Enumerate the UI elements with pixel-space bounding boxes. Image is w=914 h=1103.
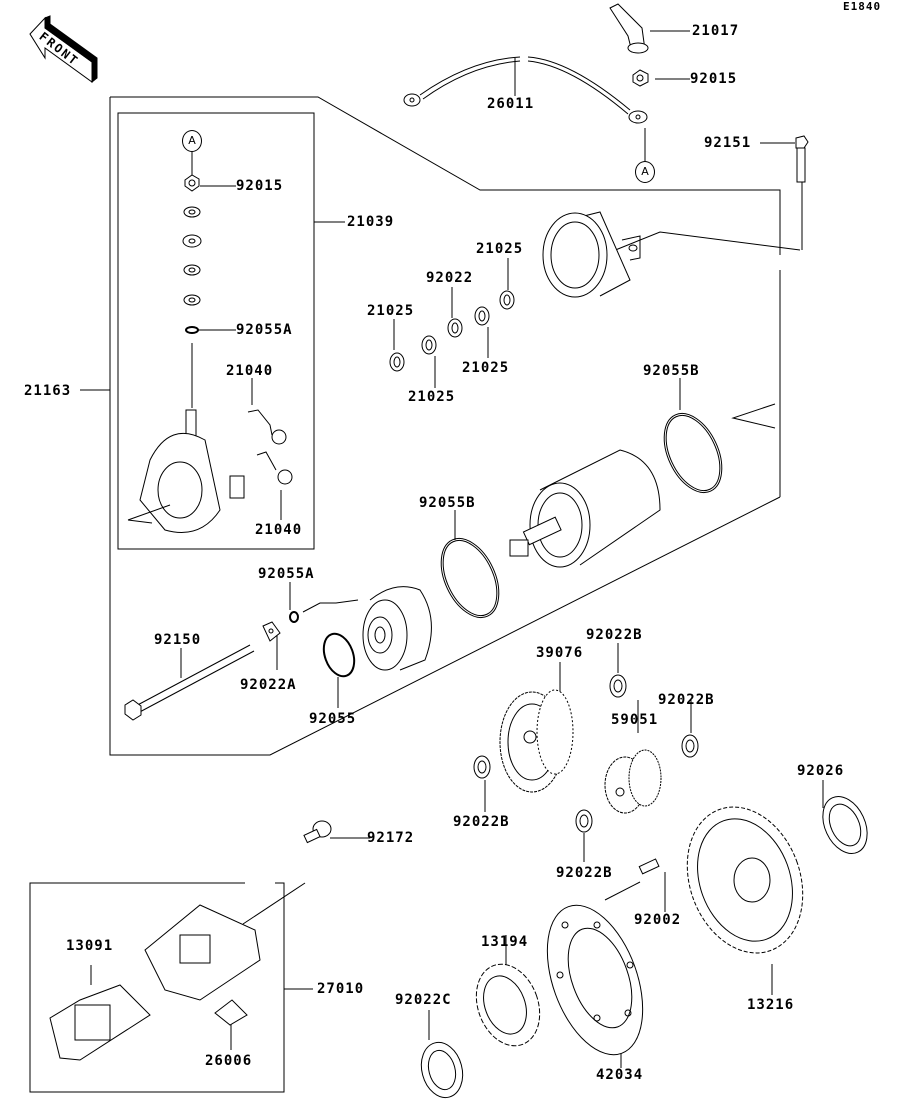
part-label[interactable]: 21163	[24, 383, 72, 399]
part-label[interactable]: 92150	[154, 632, 202, 648]
part-label[interactable]: 21039	[347, 214, 395, 230]
washer-92022B-3	[473, 755, 491, 779]
washer-92022B-2	[681, 734, 699, 758]
part-label[interactable]: 92022	[426, 270, 474, 286]
part-label[interactable]: 42034	[596, 1067, 644, 1083]
washers-kit	[182, 206, 202, 334]
part-label[interactable]: 13091	[66, 938, 114, 954]
front-cover	[362, 586, 432, 671]
shim-washers	[389, 290, 515, 372]
plug-cap-21017	[609, 3, 649, 54]
part-label[interactable]: 92022B	[586, 627, 643, 643]
front-arrow-icon	[29, 15, 98, 84]
part-label[interactable]: 92015	[690, 71, 738, 87]
cable-26011	[403, 56, 648, 124]
part-label[interactable]: 26006	[205, 1053, 253, 1069]
part-label[interactable]: 21040	[226, 363, 274, 379]
part-label[interactable]: 92015	[236, 178, 284, 194]
oring-92055B-front	[440, 537, 500, 619]
ref-marker-a-kit: A	[182, 130, 202, 152]
part-label[interactable]: 59051	[611, 712, 659, 728]
washer-92022C	[420, 1041, 464, 1099]
part-label[interactable]: 27010	[317, 981, 365, 997]
part-label[interactable]: 92055A	[236, 322, 293, 338]
long-bolt-92150	[124, 644, 255, 721]
part-label[interactable]: 92002	[634, 912, 682, 928]
diagram-code: E1840	[843, 0, 882, 13]
washer-92022B-1	[609, 674, 627, 698]
part-label[interactable]: 92055	[309, 711, 357, 727]
part-label[interactable]: 21025	[408, 389, 456, 405]
small-oring-92055A	[289, 611, 299, 623]
part-label[interactable]: 21025	[476, 241, 524, 257]
bearing-92026	[822, 796, 868, 854]
part-label[interactable]: 92022B	[453, 814, 510, 830]
oring-92055	[322, 632, 356, 678]
ref-marker-a-cable: A	[635, 161, 655, 183]
brush-holder-plate	[127, 409, 245, 533]
part-label[interactable]: 92022B	[658, 692, 715, 708]
clutch-housing-42034	[546, 904, 644, 1056]
idler-gear-39076	[499, 689, 574, 793]
end-cover-rear	[542, 211, 641, 298]
nut-92015-kit	[184, 174, 200, 192]
part-label[interactable]: 21040	[255, 522, 303, 538]
fuse-26006	[214, 999, 248, 1026]
screw-92172	[303, 820, 332, 844]
part-label[interactable]: 92151	[704, 135, 752, 151]
plate-92022A	[262, 621, 281, 642]
part-label[interactable]: 26011	[487, 96, 535, 112]
motor-yoke	[509, 449, 661, 568]
starter-gear-13216	[686, 806, 804, 954]
brush-spring-21040-a	[247, 409, 287, 445]
relay-27010	[144, 904, 261, 1001]
bolt-92002	[638, 858, 660, 875]
nut-92015-top	[632, 69, 649, 87]
part-label[interactable]: 92026	[797, 763, 845, 779]
part-label[interactable]: 21025	[462, 360, 510, 376]
gear-59051	[604, 749, 662, 814]
part-label[interactable]: 39076	[536, 645, 584, 661]
connector-kit-box	[29, 882, 285, 1093]
leader-lines	[90, 30, 824, 1068]
part-label[interactable]: 92055B	[643, 363, 700, 379]
part-label[interactable]: 92172	[367, 830, 415, 846]
brush-spring-21040-b	[256, 451, 293, 485]
brush-kit-box	[117, 112, 315, 550]
assembly-outline-21163	[110, 96, 781, 255]
part-label[interactable]: 21025	[367, 303, 415, 319]
part-label[interactable]: 92055B	[419, 495, 476, 511]
part-label[interactable]: 92022B	[556, 865, 613, 881]
oring-92055B-rear	[663, 412, 723, 494]
part-label[interactable]: 21017	[692, 23, 740, 39]
part-label[interactable]: 13216	[747, 997, 795, 1013]
washer-92022B-4	[575, 809, 593, 833]
relay-cover-13091	[49, 984, 151, 1061]
part-label[interactable]: 92022A	[240, 677, 297, 693]
part-label[interactable]: 13194	[481, 934, 529, 950]
part-label[interactable]: 92055A	[258, 566, 315, 582]
bolt-92151	[795, 135, 809, 183]
part-label[interactable]: 92022C	[395, 992, 452, 1008]
one-way-clutch-13194	[475, 963, 541, 1047]
